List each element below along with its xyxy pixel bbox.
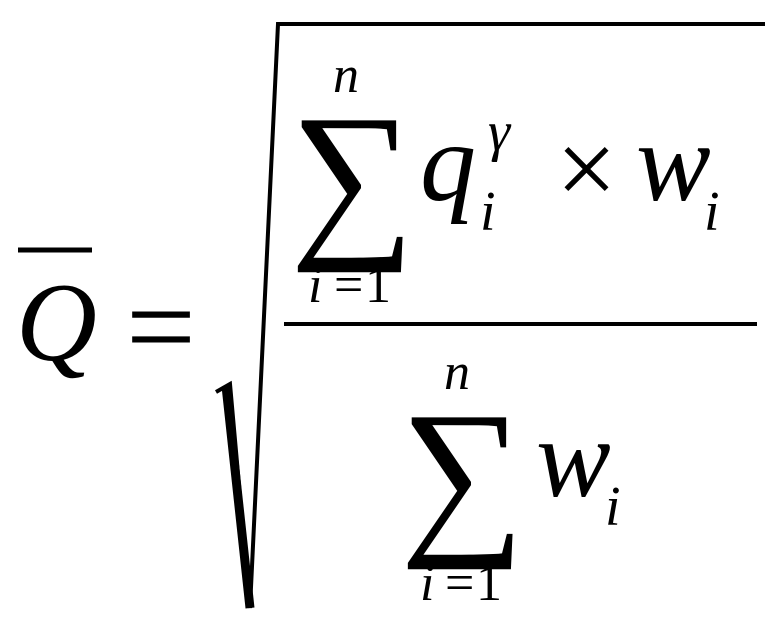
equals-sign: = <box>126 258 196 395</box>
num-q-subscript: i <box>480 181 496 243</box>
den-sum-symbol: ∑ <box>400 376 525 570</box>
num-sum-lower-eq: = <box>334 257 363 314</box>
num-sum-upper: n <box>333 47 359 104</box>
lhs-q: Q <box>16 261 97 385</box>
num-w-subscript: i <box>704 181 720 243</box>
den-sum-lower-val: 1 <box>476 555 502 612</box>
num-q-superscript: γ <box>488 101 512 163</box>
den-w-subscript: i <box>605 476 621 538</box>
den-sum-lower-var: i <box>420 555 434 612</box>
num-w-base: w <box>636 101 711 225</box>
den-sum-upper: n <box>444 344 470 401</box>
radical-thick-stroke <box>221 385 255 609</box>
num-q-base: q <box>420 101 476 225</box>
num-sum-lower-val: 1 <box>365 257 391 314</box>
den-sum-lower-eq: = <box>445 555 474 612</box>
den-w-base: w <box>536 397 611 521</box>
num-sum-symbol: ∑ <box>290 79 415 273</box>
times-sign: × <box>556 110 617 229</box>
num-sum-lower-var: i <box>308 257 322 314</box>
